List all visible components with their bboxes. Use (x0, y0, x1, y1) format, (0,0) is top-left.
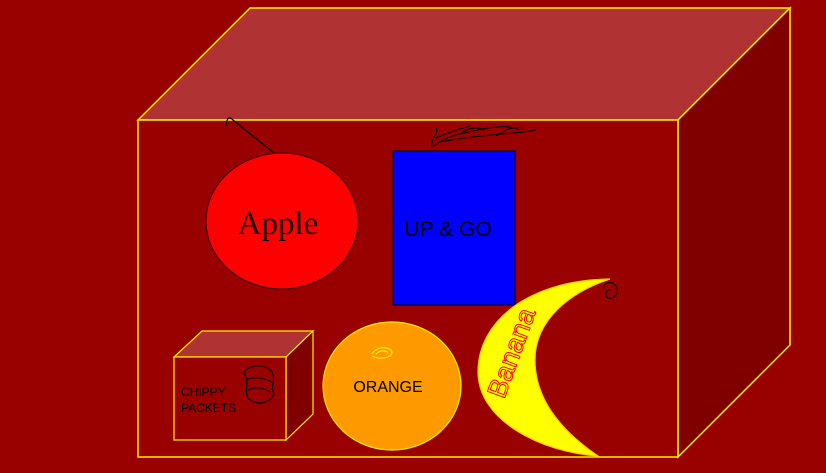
chippy-label-line2: PACKETS (181, 401, 236, 415)
straw-scribble-icon (431, 125, 537, 149)
upgo: UP & GO (392, 125, 537, 306)
apple-stem-icon (226, 117, 275, 154)
chippy-label-line1: CHIPPY (181, 385, 226, 399)
lunchbox-top (136, 7, 792, 121)
orange: ORANGE (322, 321, 462, 451)
drink-carton-icon (392, 150, 516, 306)
orange-stem-icon (371, 347, 393, 359)
apple-label: Apple (238, 206, 319, 242)
chippy-packets: CHIPPY PACKETS (172, 329, 315, 442)
upgo-label: UP & GO (404, 218, 491, 241)
chippy-box-front (173, 356, 287, 441)
orange-label: ORANGE (353, 379, 422, 396)
banana-icon (477, 278, 611, 457)
banana-tip-icon (603, 282, 618, 299)
chip-packet-icon (243, 365, 275, 404)
apple: Apple (205, 117, 359, 290)
orange-icon (322, 321, 462, 451)
apple-icon (205, 152, 359, 290)
